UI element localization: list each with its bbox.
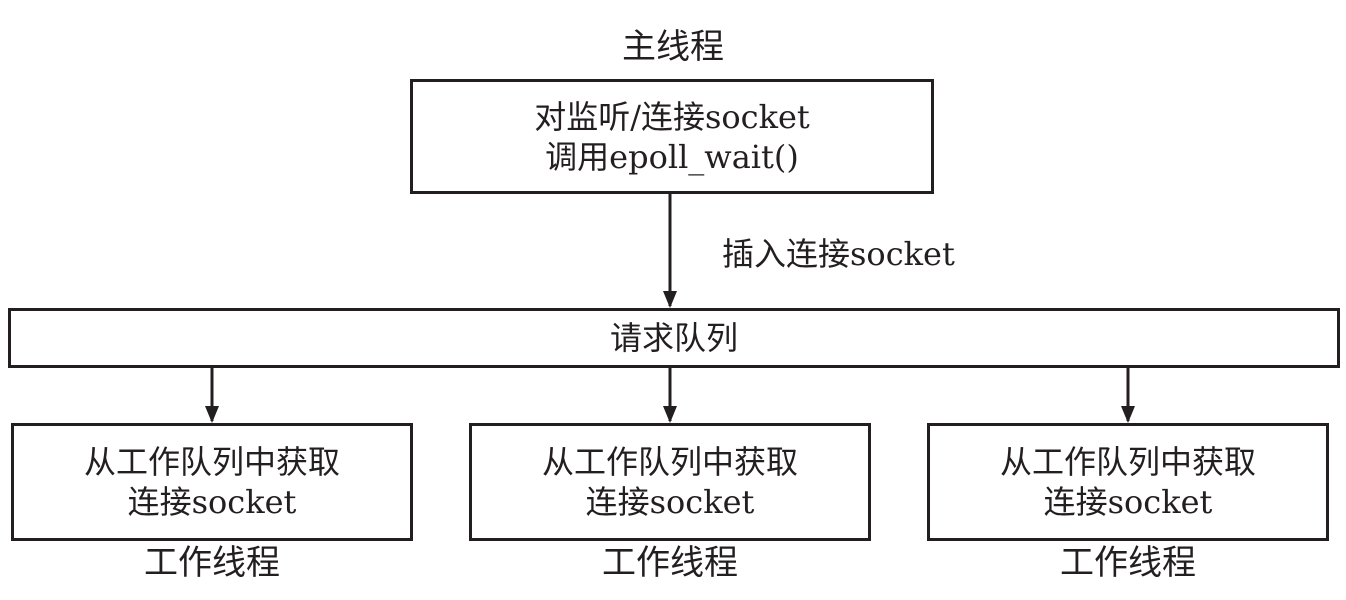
queue-to-worker-2-arrowhead [663,406,677,423]
worker-box-1-line-2: 连接socket [127,483,297,521]
worker-box-1: 从工作队列中获取 连接socket [11,423,413,541]
queue-to-worker-1-arrowhead [205,406,219,423]
insert-edge-label: 插入连接socket [722,235,955,273]
request-queue-label: 请求队列 [609,319,738,357]
main-thread-box: 对监听/连接socket 调用epoll_wait() [410,79,934,194]
worker-1-title: 工作线程 [144,543,280,583]
worker-box-2: 从工作队列中获取 连接socket [469,423,871,541]
main-to-queue-arrowhead [663,291,677,308]
main-thread-box-line-1: 对监听/连接socket [534,97,810,136]
worker-box-2-line-2: 连接socket [585,483,755,521]
main-thread-box-line-2: 调用epoll_wait() [545,137,799,176]
worker-box-3: 从工作队列中获取 连接socket [927,423,1329,541]
worker-2-title: 工作线程 [602,543,738,583]
worker-box-3-line-1: 从工作队列中获取 [999,443,1256,481]
main-thread-title: 主线程 [622,27,724,67]
worker-box-1-line-1: 从工作队列中获取 [83,443,340,481]
worker-box-3-line-2: 连接socket [1043,483,1213,521]
worker-box-2-line-1: 从工作队列中获取 [541,443,798,481]
worker-3-title: 工作线程 [1060,543,1196,583]
request-queue-box: 请求队列 [8,308,1340,368]
queue-to-worker-3-arrowhead [1121,406,1135,423]
